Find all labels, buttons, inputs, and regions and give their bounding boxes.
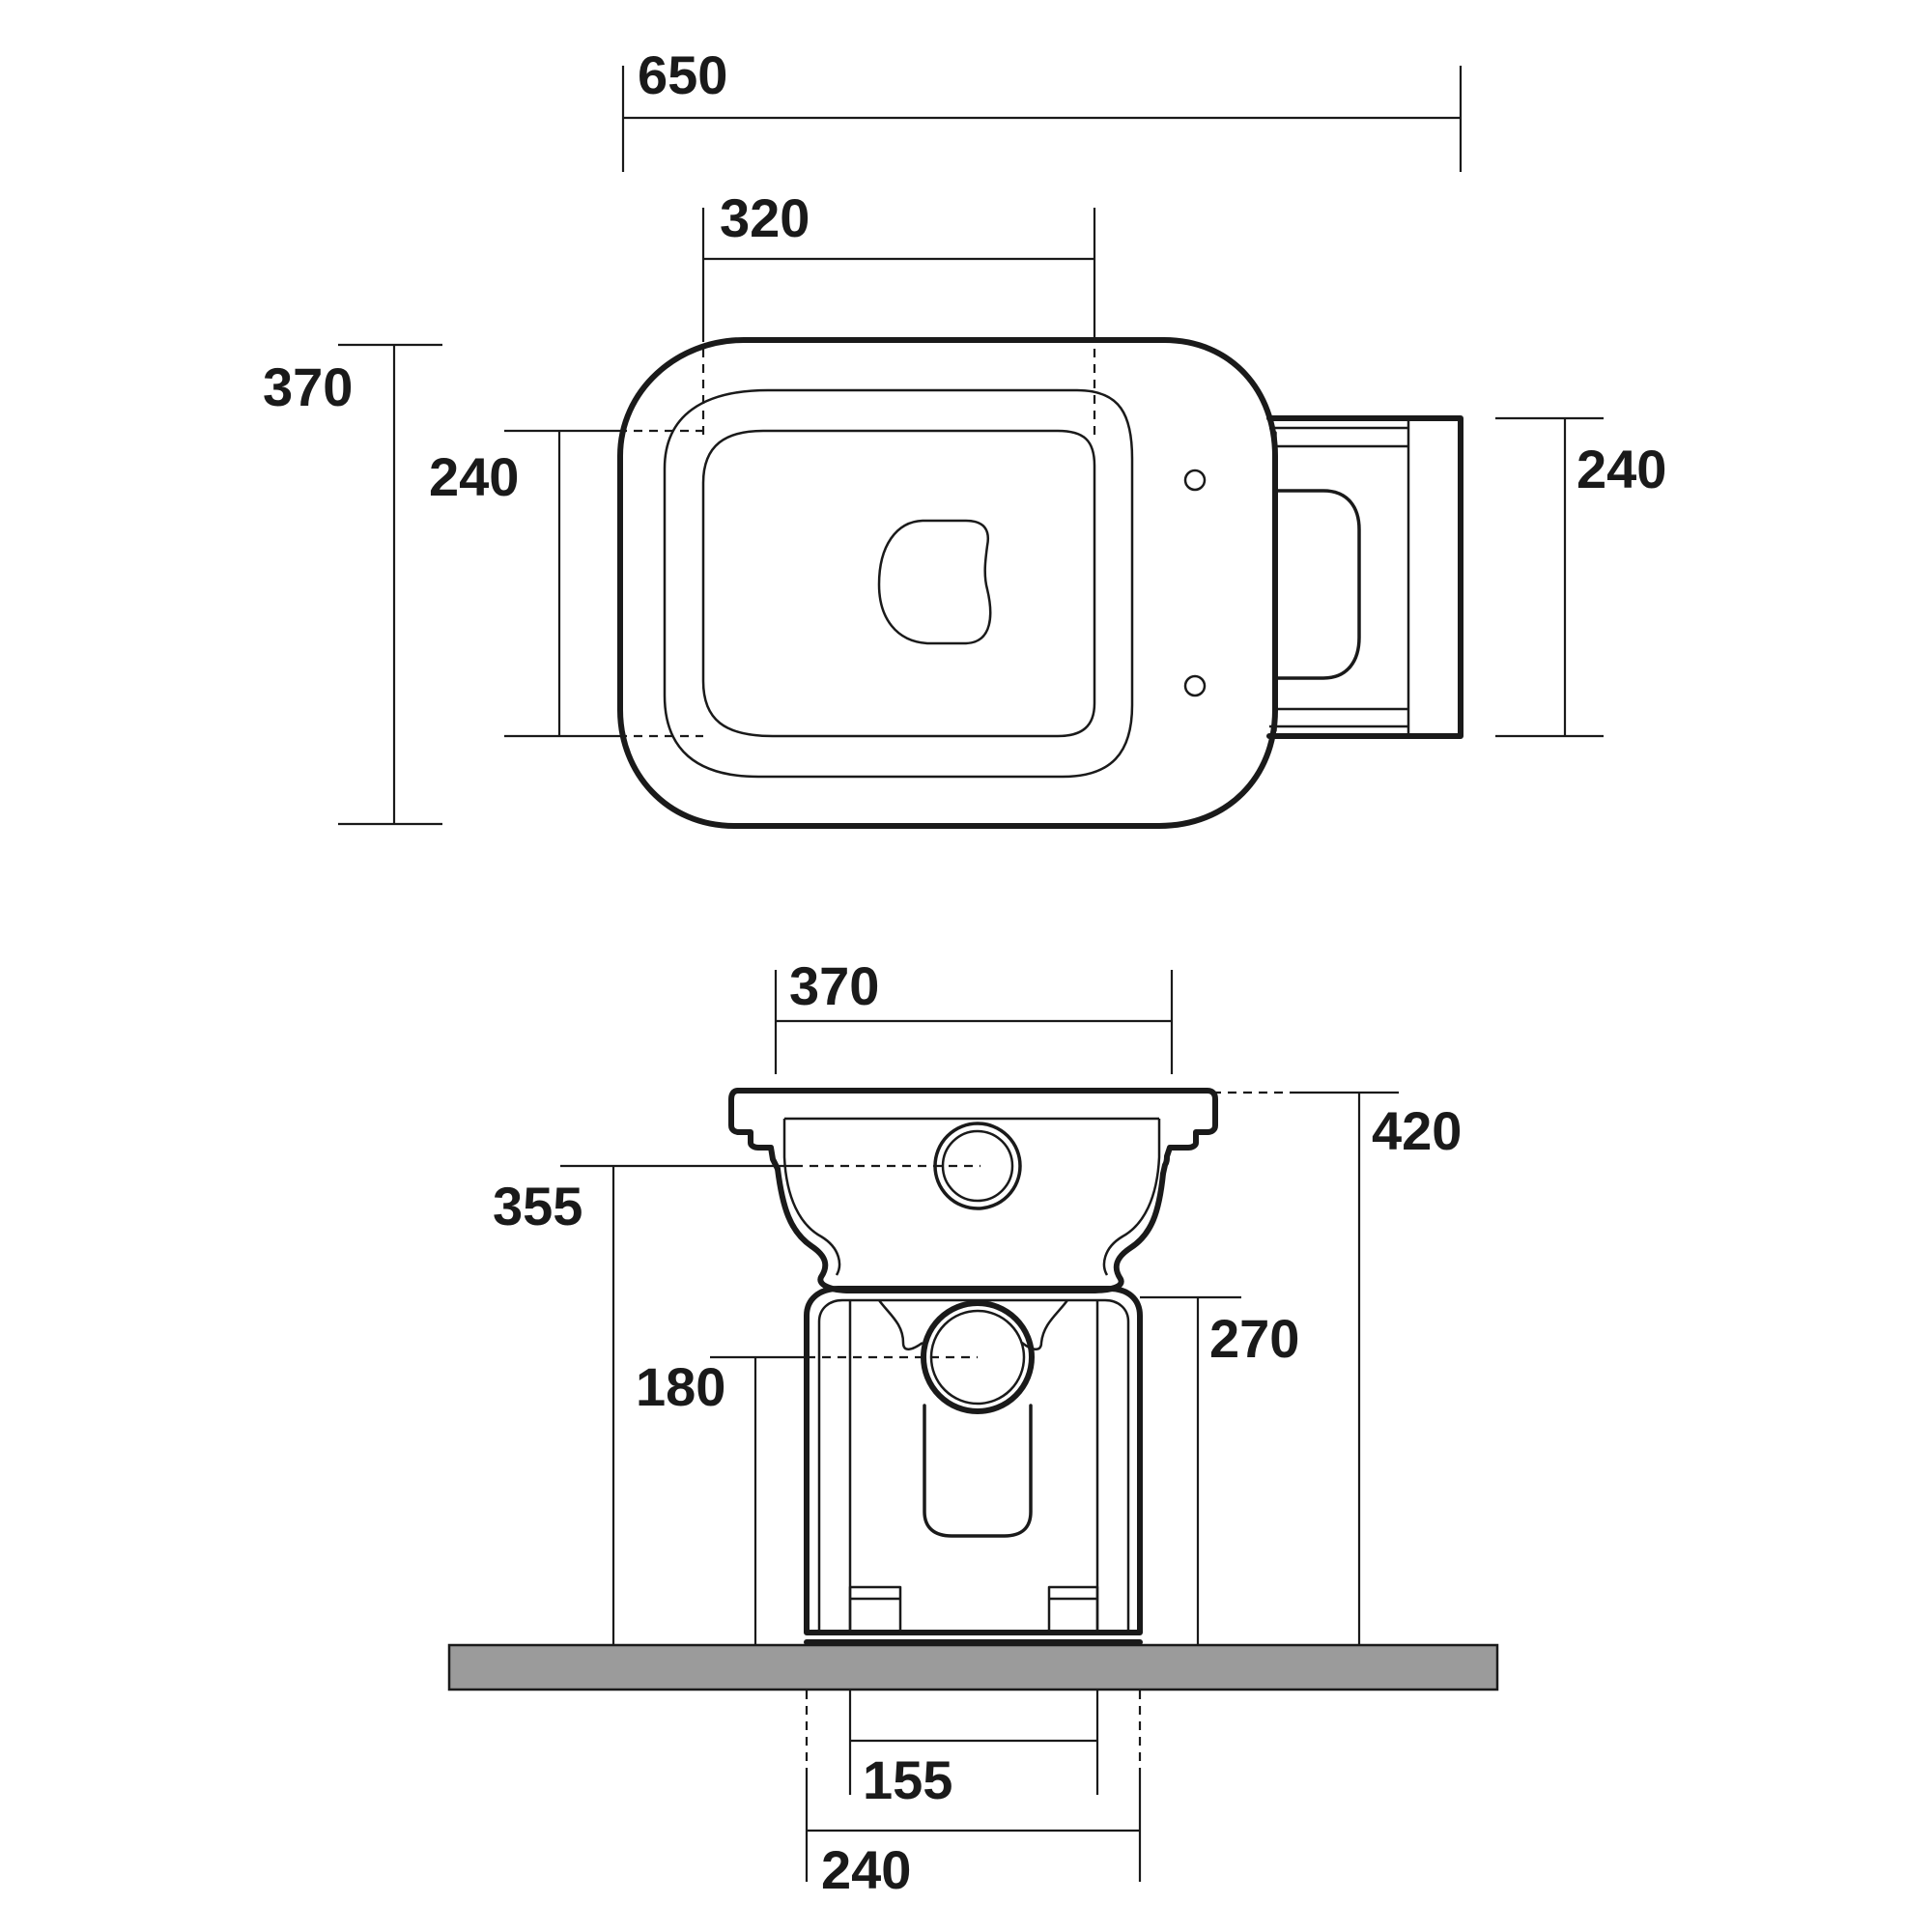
dim-label-155: 155	[863, 1749, 952, 1810]
dim-label-650: 650	[638, 44, 727, 105]
dimension-bowl-length: 320	[701, 187, 1096, 435]
floor-slab	[447, 1643, 1499, 1691]
dim-label-355: 355	[493, 1176, 582, 1236]
dim-label-370-width: 370	[263, 356, 353, 417]
dim-label-240-base: 240	[821, 1839, 911, 1900]
dimension-top-width: 370	[774, 955, 1174, 1074]
dimension-bowl-width: 240	[429, 429, 703, 738]
dim-label-420: 420	[1372, 1100, 1462, 1161]
dimension-overall-length: 650	[621, 44, 1463, 172]
dimension-outlet-height: 180	[636, 1355, 978, 1645]
dimension-fixing-centres: 155	[848, 1690, 1099, 1810]
dim-label-180: 180	[636, 1356, 725, 1417]
dimension-back-width: 240	[1495, 416, 1666, 738]
back-bracket-plan	[1266, 415, 1463, 739]
dim-label-320: 320	[720, 187, 810, 248]
toilet-front-outline	[728, 1088, 1218, 1645]
dimension-base-width: 240	[805, 1690, 1142, 1900]
dim-label-370-top: 370	[789, 955, 879, 1016]
dimension-inlet-height: 355	[493, 1164, 980, 1645]
dimension-overall-width: 370	[263, 343, 442, 826]
dim-label-240-bowl: 240	[429, 446, 519, 507]
dimension-overall-height: 420	[1212, 1091, 1462, 1645]
plan-view: 650 320 370 240	[263, 44, 1666, 829]
front-view: 370 420 355 270 180	[447, 955, 1499, 1900]
toilet-plan-outline	[617, 337, 1278, 829]
dim-label-240-back: 240	[1577, 439, 1666, 499]
dim-label-270: 270	[1209, 1308, 1299, 1369]
dimension-pedestal-height: 270	[1140, 1295, 1299, 1645]
